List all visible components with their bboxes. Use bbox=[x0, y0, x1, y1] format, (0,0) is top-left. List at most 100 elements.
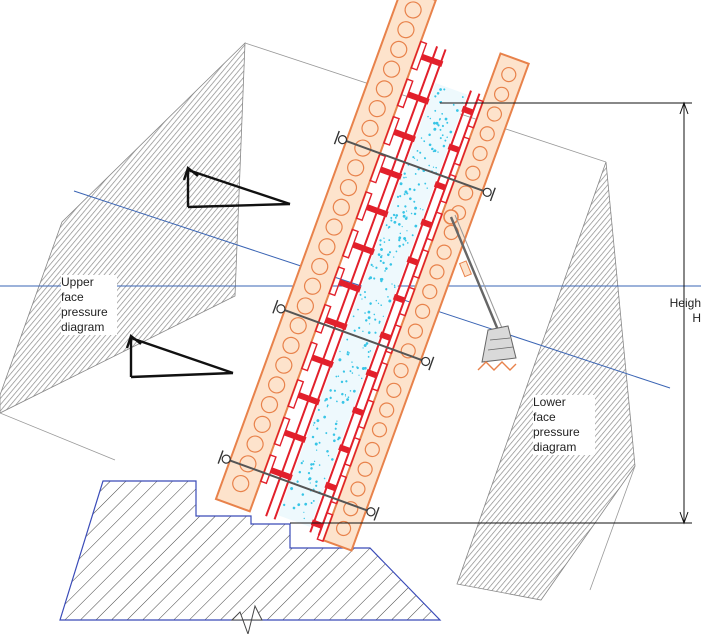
aggregate-dot bbox=[290, 487, 294, 491]
aggregate-dot bbox=[410, 212, 413, 215]
aggregate-dot bbox=[308, 477, 312, 481]
upper-pressure-diagram bbox=[0, 42, 246, 414]
aggregate-dot bbox=[404, 217, 408, 220]
panel-hole bbox=[400, 343, 416, 359]
tie-washer bbox=[333, 130, 340, 145]
panel-hole bbox=[436, 244, 452, 260]
left-brace-block bbox=[379, 166, 403, 180]
panel-hole bbox=[311, 257, 329, 276]
aggregate-dot bbox=[398, 222, 401, 226]
tie-rod-icon bbox=[337, 135, 348, 145]
aggregate-dot bbox=[422, 209, 424, 211]
aggregate-dot bbox=[358, 326, 361, 329]
right-brace-block bbox=[420, 218, 433, 229]
aggregate-dot bbox=[364, 291, 366, 294]
tie-rod-icon bbox=[482, 187, 492, 197]
aggregate-dot bbox=[340, 380, 344, 384]
aggregate-dot bbox=[379, 239, 382, 242]
aggregate-dot bbox=[362, 330, 364, 333]
aggregate-dot bbox=[341, 392, 344, 396]
tie-rod-icon bbox=[276, 304, 286, 314]
aggregate-dot bbox=[361, 367, 365, 370]
aggregate-dot bbox=[326, 450, 329, 453]
panel-hole bbox=[347, 159, 365, 177]
panel-hole bbox=[232, 474, 250, 493]
aggregate-dot bbox=[403, 172, 406, 175]
aggregate-dot bbox=[312, 463, 315, 466]
aggregate-dot bbox=[304, 502, 308, 506]
height-dimension bbox=[290, 101, 692, 525]
aggregate-dot bbox=[346, 353, 348, 355]
panel-hole bbox=[390, 40, 408, 59]
aggregate-dot bbox=[382, 315, 384, 317]
aggregate-dot bbox=[323, 477, 326, 480]
aggregate-dot bbox=[452, 103, 455, 106]
aggregate-dot bbox=[399, 182, 403, 186]
aggregate-dot bbox=[358, 374, 360, 376]
aggregate-dot bbox=[297, 503, 301, 507]
aggregate-dot bbox=[324, 399, 327, 402]
left-brace-block bbox=[338, 279, 362, 293]
aggregate-dot bbox=[440, 101, 443, 103]
aggregate-dot bbox=[359, 293, 362, 296]
aggregate-dot bbox=[323, 415, 327, 419]
aggregate-dot bbox=[426, 187, 428, 189]
aggregate-dot bbox=[367, 355, 370, 358]
aggregate-dot bbox=[428, 164, 430, 167]
aggregate-dot bbox=[356, 366, 358, 369]
aggregate-dot bbox=[390, 216, 393, 219]
aggregate-dot bbox=[375, 266, 378, 269]
aggregate-dot bbox=[439, 128, 442, 131]
aggregate-dot bbox=[344, 395, 347, 397]
aggregate-dot bbox=[372, 265, 374, 268]
aggregate-dot bbox=[380, 304, 383, 307]
panel-hole bbox=[379, 402, 395, 418]
aggregate-dot bbox=[313, 421, 316, 424]
aggregate-dot bbox=[302, 460, 305, 462]
panel-hole bbox=[268, 376, 286, 394]
aggregate-dot bbox=[344, 393, 347, 396]
panel-hole bbox=[335, 520, 352, 537]
aggregate-dot bbox=[412, 156, 415, 159]
panel-hole bbox=[404, 1, 422, 19]
aggregate-dot bbox=[393, 284, 396, 287]
aggregate-dot bbox=[413, 188, 416, 192]
aggregate-dot bbox=[441, 112, 444, 115]
panel-hole bbox=[393, 362, 409, 379]
aggregate-dot bbox=[409, 197, 412, 201]
aggregate-dot bbox=[373, 277, 376, 280]
aggregate-dot bbox=[455, 109, 459, 112]
aggregate-dot bbox=[325, 432, 328, 435]
aggregate-dot bbox=[374, 318, 377, 321]
aggregate-dot bbox=[373, 313, 376, 316]
aggregate-dot bbox=[367, 316, 371, 320]
aggregate-dot bbox=[380, 278, 382, 281]
aggregate-dot bbox=[339, 350, 341, 353]
aggregate-dot bbox=[431, 147, 434, 151]
lower-face-label: Lower face pressure diagram bbox=[533, 395, 595, 455]
aggregate-dot bbox=[428, 133, 431, 137]
aggregate-dot bbox=[393, 286, 396, 288]
aggregate-dot bbox=[303, 511, 305, 513]
aggregate-dot bbox=[369, 302, 372, 305]
right-brace-block bbox=[310, 519, 324, 529]
aggregate-dot bbox=[303, 517, 305, 520]
aggregate-dot bbox=[348, 352, 350, 354]
lower-pressure-diagram bbox=[456, 161, 636, 601]
aggregate-dot bbox=[436, 92, 440, 95]
tie-rod bbox=[344, 139, 486, 193]
left-panel-holes bbox=[232, 1, 422, 493]
aggregate-dot bbox=[353, 329, 356, 332]
right-brace-block bbox=[461, 105, 474, 116]
aggregate-dot bbox=[413, 200, 416, 203]
aggregate-dot bbox=[369, 350, 372, 352]
panel-hole bbox=[429, 264, 445, 280]
aggregate-dot bbox=[403, 237, 407, 240]
aggregate-dot bbox=[333, 439, 336, 443]
aggregate-dot bbox=[347, 396, 350, 399]
aggregate-dot bbox=[435, 121, 439, 125]
aggregate-dot bbox=[380, 248, 383, 251]
aggregate-dot bbox=[387, 253, 390, 257]
aggregate-dot bbox=[402, 214, 406, 218]
height-label: Heigh H bbox=[669, 296, 701, 325]
